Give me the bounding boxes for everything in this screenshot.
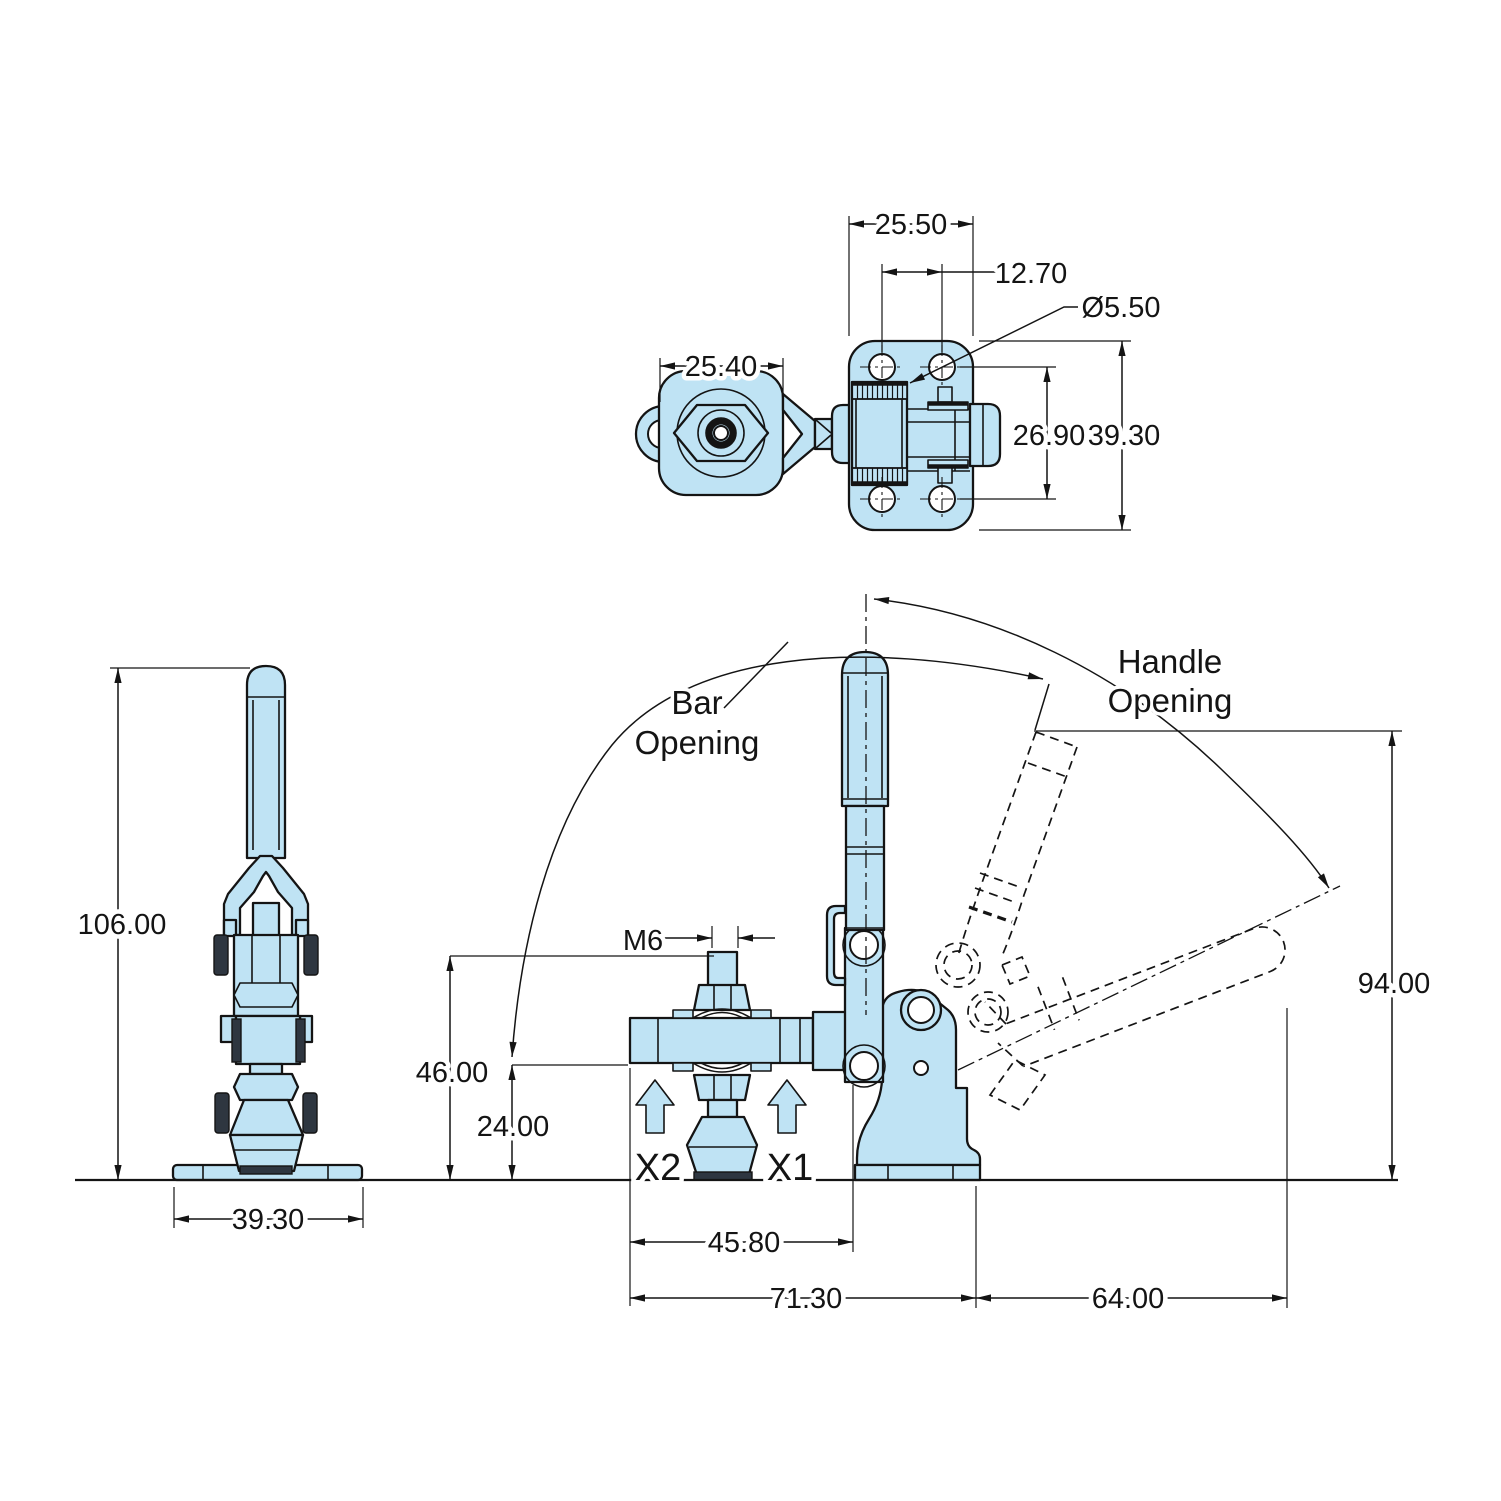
top-view-dimensions: 25.50 12.70 Ø5.50 25.40 26.90 39.30 [659,205,1165,531]
dim-hole-pitch: 12.70 [995,258,1068,290]
dim-base-width: 39.30 [232,1204,305,1236]
dim-overall-length: 71.30 [770,1283,843,1315]
label-bar-opening-2: Opening [635,724,760,761]
side-view-dimensions: 106.00 39.30 [73,667,364,1241]
ghost-open-bar [935,731,1078,1033]
bar-opening-arc [509,656,1044,1058]
dim-open-height: 94.00 [1358,968,1431,1000]
dim-plate-length: 39.30 [1088,420,1161,452]
front-view-dimensions: 46.00 24.00 M6 45.80 71.30 64.00 94.00 [75,730,1435,1320]
opening-labels: Bar Opening Handle Opening [631,640,1236,765]
dim-arm-washer-width: 25.40 [685,351,758,383]
dim-overall-height: 106.00 [78,909,167,941]
mounting-holes [860,345,964,521]
label-datum-x2: X2 [635,1147,681,1189]
dim-hole-diameter: Ø5.50 [1082,292,1161,324]
dim-spindle-height: 46.00 [416,1057,489,1089]
view-front: 46.00 24.00 M6 45.80 71.30 64.00 94.00 X… [75,594,1435,1320]
label-handle-opening-2: Opening [1108,682,1233,719]
dim-plate-width: 25.50 [875,209,948,241]
dim-hole-row-spacing: 26.90 [1013,420,1086,452]
label-datum-x1: X1 [767,1147,813,1189]
view-top: 25.50 12.70 Ø5.50 25.40 26.90 39.30 [634,205,1165,532]
dim-handle-reach: 64.00 [1092,1283,1165,1315]
handle-opening-arc [873,597,1330,889]
force-arrows: X2 X1 [630,1079,818,1194]
dim-bar-length: 45.80 [708,1227,781,1259]
label-handle-opening-1: Handle [1118,643,1223,680]
spindle [672,950,772,1181]
view-side: 106.00 39.30 [73,664,364,1241]
label-bar-opening-1: Bar [671,684,722,721]
dim-spindle-thread: M6 [623,925,663,957]
dim-bar-height: 24.00 [477,1111,550,1143]
